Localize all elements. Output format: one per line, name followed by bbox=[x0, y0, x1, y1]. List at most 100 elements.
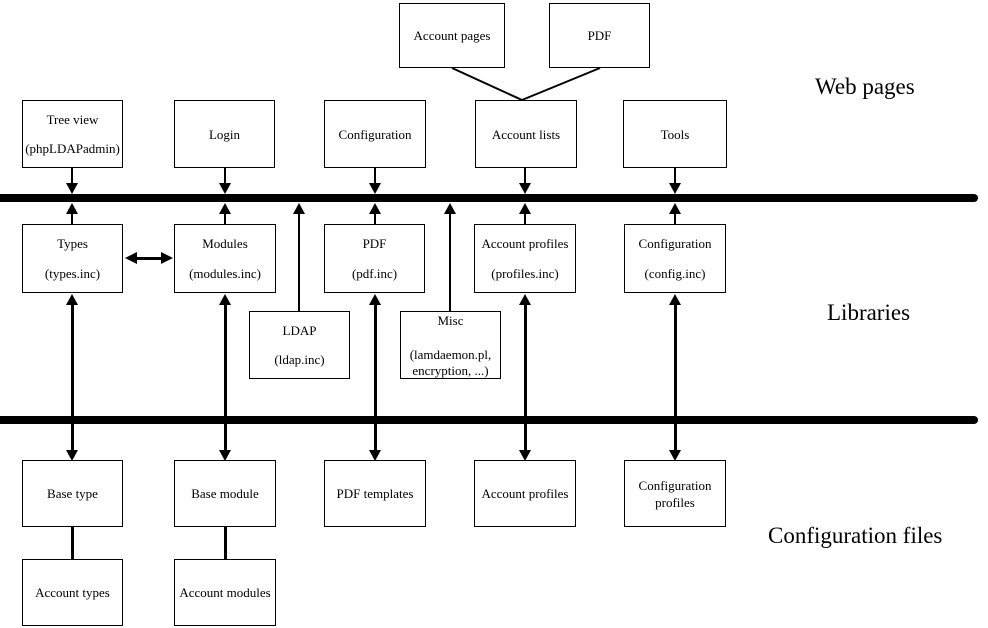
box-modules-line2: (modules.inc) bbox=[189, 265, 261, 281]
connector-account-profiles-lib-to-bus2 bbox=[524, 304, 527, 416]
box-misc-line2: (lamdaemon.pl, bbox=[409, 347, 492, 362]
arrowhead-up-icon bbox=[669, 203, 681, 214]
connector-login-to-bus bbox=[224, 168, 226, 184]
box-misc: Misc (lamdaemon.pl, encryption, ...) bbox=[400, 311, 501, 379]
box-configuration-lib: Configuration (config.inc) bbox=[624, 224, 726, 293]
connector-base-type-to-account-types bbox=[71, 527, 74, 559]
box-misc-line1: Misc bbox=[437, 313, 464, 328]
box-configuration-lib-line1: Configuration bbox=[638, 236, 712, 252]
arrowhead-up-icon bbox=[519, 294, 531, 305]
connector-tools-to-bus bbox=[674, 168, 676, 184]
connector-configuration-to-bus bbox=[374, 168, 376, 184]
box-account-types-label: Account types bbox=[35, 585, 110, 600]
arrowhead-down-icon bbox=[219, 183, 231, 194]
arrowhead-down-icon bbox=[669, 450, 681, 461]
arrowhead-down-icon bbox=[219, 450, 231, 461]
box-configuration-lib-line2: (config.inc) bbox=[644, 265, 706, 281]
box-account-profiles-file: Account profiles bbox=[474, 460, 576, 527]
box-configuration-page-label: Configuration bbox=[338, 126, 412, 142]
section-label-configuration-files: Configuration files bbox=[768, 523, 943, 548]
box-configuration-profiles-line2: profiles bbox=[655, 494, 695, 510]
box-account-modules-label: Account modules bbox=[179, 585, 271, 600]
arrowhead-up-icon bbox=[66, 203, 78, 214]
arrowhead-up-icon bbox=[369, 203, 381, 214]
box-configuration-profiles: Configuration profiles bbox=[624, 460, 726, 527]
box-account-lists: Account lists bbox=[475, 100, 577, 168]
box-account-lists-label: Account lists bbox=[491, 126, 561, 142]
line-pdf-to-account-lists bbox=[521, 67, 601, 101]
box-ldap-line2: (ldap.inc) bbox=[274, 352, 325, 367]
connector-bus-to-modules bbox=[224, 213, 226, 224]
arrowhead-down-icon bbox=[369, 450, 381, 461]
connector-bus2-to-configuration-profiles bbox=[674, 424, 677, 451]
connector-base-module-to-account-modules bbox=[224, 527, 227, 559]
arrowhead-up-icon bbox=[369, 294, 381, 305]
box-pdf-templates: PDF templates bbox=[324, 460, 426, 527]
box-login: Login bbox=[174, 100, 275, 168]
connector-bus-to-types bbox=[71, 213, 73, 224]
connector-pdf-lib-to-bus2 bbox=[374, 304, 377, 416]
connector-configuration-lib-to-bus2 bbox=[674, 304, 677, 416]
box-modules: Modules (modules.inc) bbox=[174, 224, 276, 293]
box-tools-label: Tools bbox=[660, 126, 690, 142]
connector-modules-to-bus2 bbox=[224, 304, 227, 416]
box-account-profiles-lib-line1: Account profiles bbox=[481, 236, 569, 252]
bus-web-to-libraries bbox=[0, 194, 978, 202]
line-account-pages-to-account-lists bbox=[451, 67, 523, 101]
section-label-libraries: Libraries bbox=[827, 300, 911, 325]
connector-account-lists-to-bus bbox=[524, 168, 526, 184]
arrowhead-up-icon bbox=[444, 203, 456, 214]
box-base-module-label: Base module bbox=[191, 486, 259, 501]
arrowhead-up-icon bbox=[293, 203, 305, 214]
box-pdf-page: PDF bbox=[549, 3, 650, 68]
box-base-type: Base type bbox=[22, 460, 123, 527]
connector-ldap-to-bus bbox=[298, 213, 300, 311]
arrowhead-down-icon bbox=[66, 450, 78, 461]
section-label-web-pages: Web pages bbox=[815, 74, 915, 99]
connector-bus-to-pdf-lib bbox=[374, 213, 376, 224]
box-pdf-lib-line2: (pdf.inc) bbox=[351, 265, 398, 281]
arrowhead-down-icon bbox=[519, 183, 531, 194]
connector-bus-to-configuration-lib bbox=[674, 213, 676, 224]
box-tree-view-line1: Tree view bbox=[46, 112, 99, 127]
connector-bus2-to-pdf-templates bbox=[374, 424, 377, 451]
arrowhead-up-icon bbox=[66, 294, 78, 305]
bus-libraries-to-config bbox=[0, 416, 978, 424]
arrowhead-up-icon bbox=[669, 294, 681, 305]
box-tools: Tools bbox=[623, 100, 727, 168]
connector-bus2-to-account-profiles-file bbox=[524, 424, 527, 451]
connector-bus2-to-base-type bbox=[71, 424, 74, 451]
box-misc-line3: encryption, ...) bbox=[412, 363, 489, 378]
box-account-pages: Account pages bbox=[399, 3, 505, 68]
box-account-pages-label: Account pages bbox=[413, 28, 491, 43]
box-pdf-page-label: PDF bbox=[587, 28, 612, 43]
connector-types-to-bus2 bbox=[71, 304, 74, 416]
arrowhead-left-icon bbox=[125, 252, 137, 264]
box-tree-view-line2: (phpLDAPadmin) bbox=[25, 141, 120, 156]
connector-tree-view-to-bus bbox=[71, 168, 73, 184]
arrowhead-down-icon bbox=[669, 183, 681, 194]
box-configuration-page: Configuration bbox=[324, 100, 426, 168]
box-pdf-lib: PDF (pdf.inc) bbox=[324, 224, 425, 293]
box-modules-line1: Modules bbox=[202, 236, 248, 252]
box-types: Types (types.inc) bbox=[22, 224, 123, 293]
box-configuration-profiles-line1: Configuration bbox=[638, 477, 712, 493]
box-account-profiles-file-label: Account profiles bbox=[481, 486, 569, 501]
box-pdf-lib-line1: PDF bbox=[362, 236, 387, 252]
box-pdf-templates-label: PDF templates bbox=[336, 486, 414, 501]
box-base-type-label: Base type bbox=[47, 486, 98, 501]
arrowhead-down-icon bbox=[66, 183, 78, 194]
arrowhead-up-icon bbox=[519, 203, 531, 214]
box-ldap-line1: LDAP bbox=[282, 323, 317, 338]
connector-misc-to-bus bbox=[449, 213, 451, 311]
box-account-types: Account types bbox=[22, 559, 123, 626]
box-account-modules: Account modules bbox=[174, 559, 276, 626]
box-types-line2: (types.inc) bbox=[44, 265, 101, 281]
box-types-line1: Types bbox=[57, 236, 88, 252]
arrowhead-down-icon bbox=[369, 183, 381, 194]
arrowhead-up-icon bbox=[219, 294, 231, 305]
box-account-profiles-lib-line2: (profiles.inc) bbox=[491, 265, 559, 281]
arrowhead-right-icon bbox=[161, 252, 173, 264]
box-login-label: Login bbox=[208, 126, 241, 142]
